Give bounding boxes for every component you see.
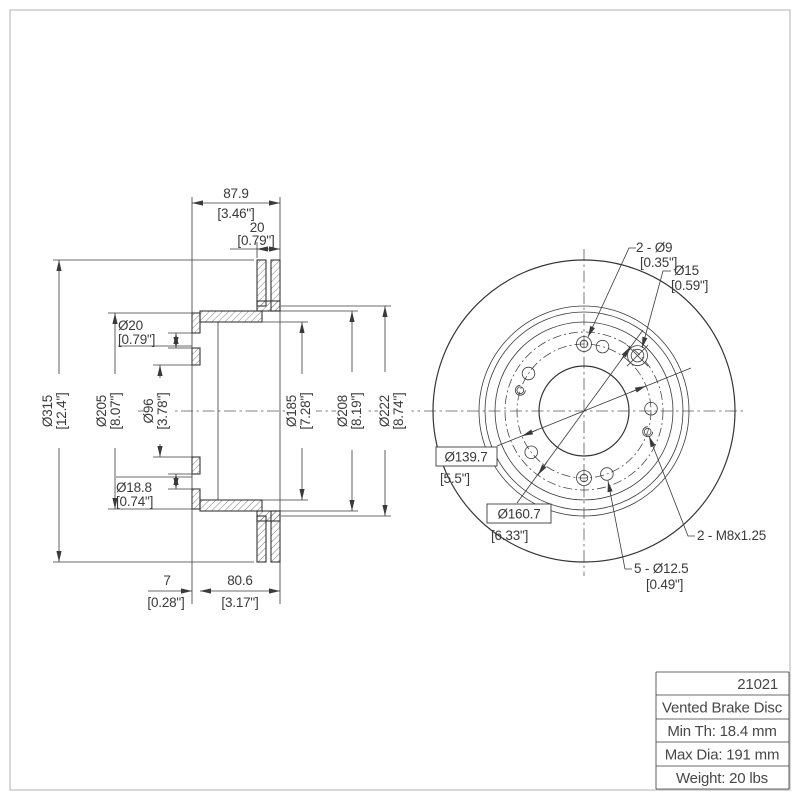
thread-holes-m8	[514, 384, 654, 438]
outer-diameter-circle	[432, 259, 736, 563]
dim-outer-diameter: Ø315 [12.4"]	[40, 259, 254, 563]
dim-208-mm: Ø208	[335, 395, 350, 427]
callout-thread-holes: 2 - M8x1.25	[648, 435, 766, 543]
disc-circles	[432, 259, 736, 563]
dim-inner-dia-185: Ø185 [7.28"]	[202, 321, 316, 501]
dim-face-thickness-in: [0.28"]	[147, 595, 184, 610]
callout-lug-holes: 5 - Ø12.5 [0.49"]	[607, 480, 689, 592]
thread-holes-label: 2 - M8x1.25	[697, 528, 766, 543]
dim-bolt-circle-160: Ø160.7 [6.33"]	[486, 329, 644, 543]
dim-222-mm: Ø222	[377, 395, 392, 427]
dim-hat-depth-in: [3.17"]	[221, 595, 258, 610]
dim-hat-diameter: Ø205 [8.07"]	[94, 312, 192, 510]
hole-15-label: Ø15	[674, 263, 699, 278]
bolt-circle-160	[504, 331, 664, 491]
lug-holes-12.5mm	[521, 339, 658, 481]
stud-holes-9mm	[576, 336, 592, 486]
dim-hole-upper: Ø20 [0.79"]	[118, 318, 200, 349]
dim-hole-lower-mm: Ø18.8	[116, 480, 152, 495]
sheet-border	[9, 9, 791, 791]
callout-stud-holes: 2 - Ø9 [0.35"]	[587, 240, 677, 338]
dim-208-in: [8.19"]	[349, 392, 364, 429]
title-block: 21021 Vented Brake Disc Min Th: 18.4 mm …	[655, 671, 790, 790]
dim-disc-thickness: 20 [0.79"]	[230, 220, 280, 258]
stud-holes-label-in: [0.35"]	[640, 255, 677, 270]
dim-hat-dia-in: [8.07"]	[108, 392, 123, 429]
dim-hole-upper-mm: Ø20	[118, 318, 143, 333]
bolt-circle-139-in: [5.5"]	[440, 471, 470, 486]
bolt-circle-160-mm: Ø160.7	[497, 507, 540, 522]
dim-od-in: [12.4"]	[54, 392, 69, 429]
bolt-circle-160-frame	[486, 503, 552, 524]
ring-inner-circle	[478, 305, 690, 517]
bolt-circle-139-frame	[435, 446, 498, 467]
dim-inner-dia-222: Ø222 [8.74"]	[281, 305, 410, 517]
part-description: Vented Brake Disc	[662, 700, 783, 717]
min-thickness: Min Th: 18.4 mm	[667, 723, 776, 740]
bolt-circle-160-in: [6.33"]	[491, 528, 528, 543]
dim-hole-upper-in: [0.79"]	[118, 332, 155, 347]
front-view: Ø139.7 [5.5"] Ø160.7 [6.33"] 2 - Ø9 [0.3…	[424, 240, 766, 592]
section-view: 87.9 [3.46"] 20 [0.79"] Ø315 [12.4"] Ø20…	[40, 186, 420, 610]
dim-inner-dia-208: Ø208 [8.19"]	[202, 310, 368, 512]
dim-center-bore-in: [3.78"]	[155, 392, 170, 429]
bolt-circle-139	[516, 343, 652, 479]
dim-overall-width: 87.9 [3.46"]	[191, 186, 281, 604]
dim-hole-lower-in: [0.74"]	[116, 494, 153, 509]
dim-face-thickness: 7 [0.28"]	[147, 573, 192, 610]
dim-hat-depth: 80.6 [3.17"]	[200, 573, 280, 610]
part-number: 21021	[737, 676, 778, 693]
hole-15-label-in: [0.59"]	[671, 278, 708, 293]
stud-holes-label: 2 - Ø9	[636, 240, 672, 255]
bolt-circle-139-mm: Ø139.7	[444, 450, 487, 465]
lug-holes-label-in: [0.49"]	[646, 577, 683, 592]
dim-hat-depth-mm: 80.6	[227, 573, 252, 588]
max-diameter: Max Dia: 191 mm	[665, 747, 780, 764]
callout-hole-15: Ø15 [0.59"]	[641, 263, 708, 349]
dim-bolt-circle-139: Ø139.7 [5.5"]	[435, 367, 692, 486]
dim-disc-thickness-mm: 20	[250, 220, 265, 235]
dim-overall-width-in: [3.46"]	[217, 206, 254, 221]
lug-holes-label: 5 - Ø12.5	[634, 561, 688, 576]
dim-center-bore-mm: Ø96	[141, 399, 156, 424]
dim-185-in: [7.28"]	[298, 392, 313, 429]
dim-hole-lower: Ø18.8 [0.74"]	[116, 473, 200, 509]
dim-overall-width-mm: 87.9	[223, 186, 248, 201]
weight: Weight: 20 lbs	[676, 770, 768, 787]
hat-inner-circle	[494, 321, 674, 501]
hat-outer-circle	[484, 311, 684, 511]
dim-hat-dia-mm: Ø205	[94, 395, 109, 427]
dim-center-bore: Ø96 [3.78"]	[141, 364, 200, 458]
dim-od-mm: Ø315	[40, 395, 55, 427]
dim-185-mm: Ø185	[284, 395, 299, 427]
dim-disc-thickness-in: [0.79"]	[237, 233, 274, 248]
center-bore-circle	[538, 365, 630, 457]
dim-face-thickness-mm: 7	[163, 573, 170, 588]
dim-222-in: [8.74"]	[391, 392, 406, 429]
